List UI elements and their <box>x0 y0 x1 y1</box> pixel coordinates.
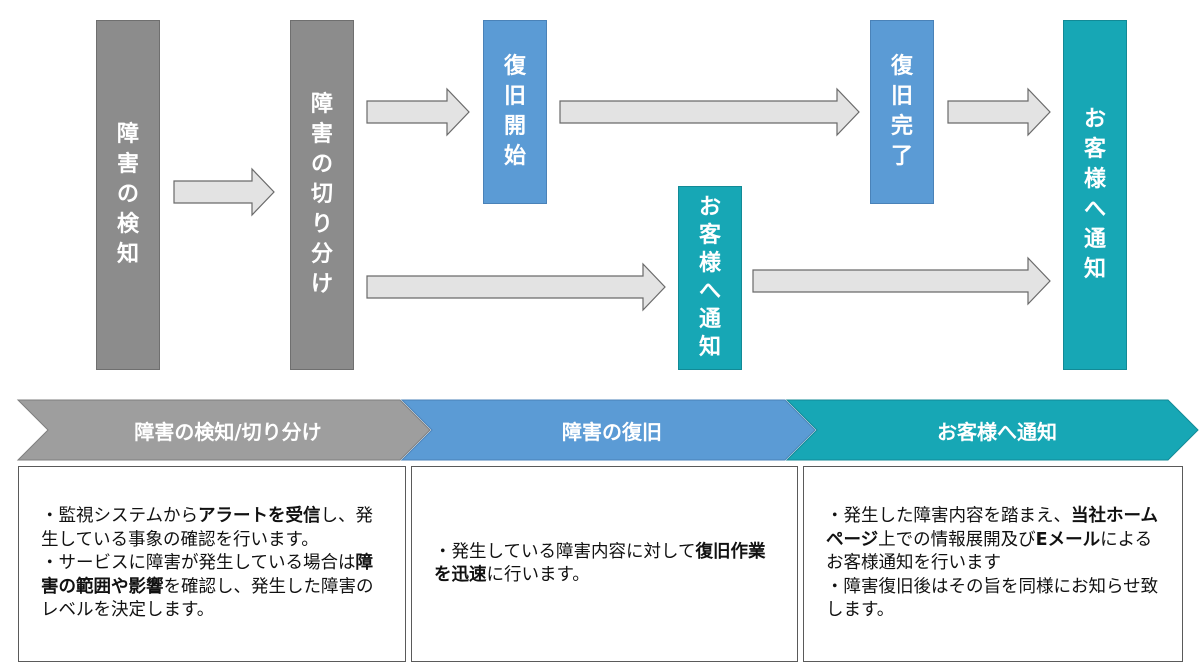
detail-emphasis: 障害の範囲や影響 <box>41 553 373 597</box>
phase-chevron-recover <box>400 399 816 461</box>
arrow-isolate-to-notify-mid <box>366 262 666 312</box>
notify-final-char: 知 <box>1083 257 1106 282</box>
detail-text: し、発生している事象の確認を行います。 <box>41 506 373 550</box>
detail-panel-notify: ・発生した障害内容を踏まえ、当社ホームページ上での情報展開及びEメールによるお客… <box>803 466 1183 662</box>
notify-mid-char: お <box>698 195 721 220</box>
isolate-box-char: 分 <box>310 242 333 267</box>
detail-notify-paragraph-1: ・発生した障害内容を踏まえ、当社ホームページ上での情報展開及びEメールによるお客… <box>826 505 1166 576</box>
recovery-done-char: 復 <box>890 54 913 79</box>
notify-final-char: 客 <box>1083 137 1106 162</box>
notify-mid-char: 客 <box>698 223 721 248</box>
isolate-box-char: 障 <box>310 92 333 117</box>
phase-chevron-detect <box>16 399 431 461</box>
isolate-box-char: 切 <box>310 182 333 207</box>
notify-mid-box: お 客 様 へ 通 知 <box>678 186 742 370</box>
detect-box-char: 害 <box>116 152 139 177</box>
detail-recover-paragraph-1: ・発生している障害内容に対して復旧作業を迅速に行います。 <box>434 541 781 588</box>
notify-final-char: 様 <box>1083 167 1106 192</box>
recovery-start-char: 復 <box>503 54 526 79</box>
recovery-start-char: 開 <box>503 114 526 139</box>
notify-final-box: お 客 様 へ 通 知 <box>1063 20 1127 370</box>
detail-notify-paragraph-2: ・障害復旧後はその旨を同様にお知らせ致します。 <box>826 576 1159 621</box>
phase-chevron-notify <box>785 399 1199 461</box>
notify-final-char: お <box>1083 107 1106 132</box>
detect-box-char: 障 <box>116 122 139 147</box>
arrow-recovery-start-to-done <box>559 87 860 137</box>
detect-box-char: の <box>116 182 139 207</box>
phase-band-recover: 障害の復旧 <box>432 400 792 460</box>
detail-text: ・発生している障害内容に対して <box>434 541 696 562</box>
detail-text: 上での情報展開及び <box>878 529 1036 550</box>
phase-band-detect: 障害の検知/切り分け <box>48 400 408 460</box>
recovery-start-char: 始 <box>503 144 526 169</box>
notify-mid-char: 通 <box>698 307 721 332</box>
detail-text: に行います。 <box>486 565 590 585</box>
detail-text: ・サービスに障害が発生している場合は <box>41 553 356 574</box>
isolate-box: 障 害 の 切 り 分 け <box>290 20 354 370</box>
phase-label-detect: 障害の検知/切り分け <box>134 419 322 444</box>
notify-mid-char: へ <box>698 279 721 304</box>
notify-mid-char: 様 <box>698 251 721 276</box>
detail-text: ・監視システムから <box>41 506 198 527</box>
recovery-start-char: 旧 <box>503 84 526 109</box>
phase-label-recover: 障害の復旧 <box>562 419 662 444</box>
notify-final-char: へ <box>1083 197 1106 222</box>
isolate-box-char: 害 <box>310 122 333 147</box>
detail-emphasis: 復旧作業を迅速 <box>434 541 766 586</box>
detect-box: 障 害 の 検 知 <box>96 20 160 370</box>
phase-band-notify: お客様へ通知 <box>817 400 1177 460</box>
detect-box-char: 検 <box>116 212 139 237</box>
detail-emphasis: アラートを受信 <box>197 506 321 527</box>
recovery-done-char: 旧 <box>890 84 913 109</box>
isolate-box-char: け <box>310 272 333 297</box>
isolate-box-char: り <box>310 212 333 237</box>
detect-box-char: 知 <box>116 242 139 267</box>
recovery-done-char: 了 <box>890 144 913 169</box>
recovery-done-box: 復 旧 完 了 <box>870 20 934 204</box>
detail-panel-detect: ・監視システムからアラートを受信し、発生している事象の確認を行います。 ・サービ… <box>18 466 406 662</box>
detail-text: によるお客様通知を行います <box>826 529 1153 574</box>
recovery-done-char: 完 <box>890 114 913 139</box>
isolate-box-char: の <box>310 152 333 177</box>
detail-text: ・発生した障害内容を踏まえ、 <box>826 506 1071 527</box>
detail-detect-paragraph-2: ・サービスに障害が発生している場合は障害の範囲や影響を確認し、発生した障害のレベ… <box>41 552 389 623</box>
detail-emphasis: 当社ホームページ <box>826 506 1158 550</box>
arrow-recovery-done-to-notify <box>947 87 1051 137</box>
detail-emphasis: Eメール <box>1035 529 1101 550</box>
arrow-isolate-to-recovery-start <box>366 87 470 137</box>
recovery-start-box: 復 旧 開 始 <box>483 20 547 204</box>
detail-panel-recover: ・発生している障害内容に対して復旧作業を迅速に行います。 <box>411 466 798 662</box>
detail-text: を確認し、発生した障害のレベルを決定します。 <box>41 576 374 621</box>
phase-label-notify: お客様へ通知 <box>937 419 1057 444</box>
detail-detect-paragraph-1: ・監視システムからアラートを受信し、発生している事象の確認を行います。 <box>41 505 389 552</box>
arrow-notify-mid-to-notify-final <box>752 256 1051 306</box>
notify-final-char: 通 <box>1083 227 1106 252</box>
arrow-detect-to-isolate <box>173 167 275 217</box>
notify-mid-char: 知 <box>698 335 721 360</box>
